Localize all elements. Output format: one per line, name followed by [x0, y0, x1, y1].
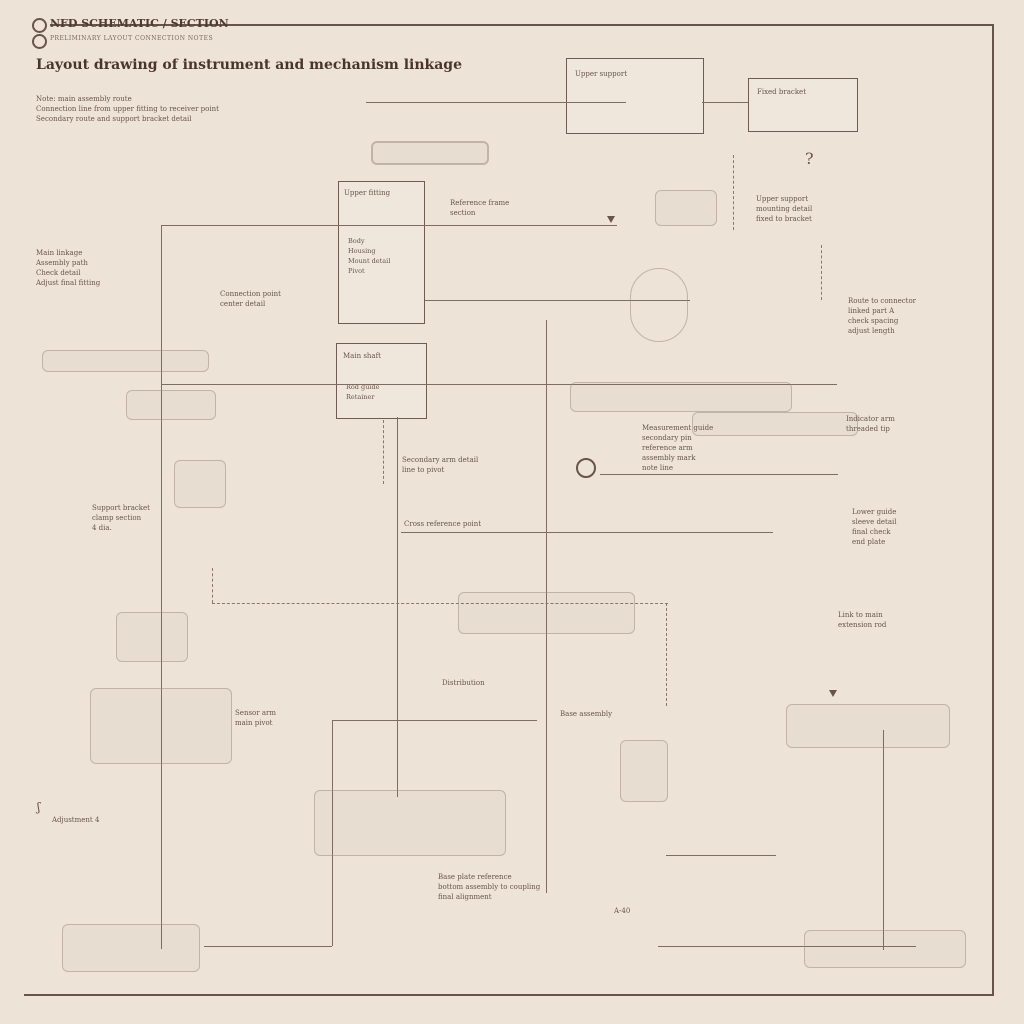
bottom-right-sketch	[804, 930, 966, 968]
bottom-left-vertical-line	[332, 720, 333, 946]
frame-bottom-line	[24, 994, 994, 996]
right-bottom-link-line	[666, 855, 776, 856]
right-bottom-vertical-line	[883, 730, 884, 950]
page-title: Layout drawing of instrument and mechani…	[36, 57, 462, 73]
middle-center-box-title: Main shaft	[343, 352, 381, 360]
right-dashed-connector	[666, 603, 667, 706]
right-lower-mechanism-sketch	[620, 740, 668, 802]
circle-icon	[32, 34, 47, 49]
circle-icon	[32, 18, 47, 33]
top-right-left-box: Upper support	[566, 58, 704, 134]
right-mid-note: Indicator arm threaded tip	[846, 415, 895, 433]
top-right-link-line	[702, 102, 748, 103]
center-note-1: Connection point center detail	[220, 290, 281, 308]
middle-center-box-lines: Rod guide Retainer	[346, 383, 380, 401]
pivot-sketch	[630, 268, 688, 342]
upper-right-link-line	[425, 300, 690, 301]
left-intro-note: Note: main assembly route Connection lin…	[36, 95, 219, 123]
left-dashed-connector	[212, 568, 213, 603]
center-sensor-sketch	[458, 592, 635, 634]
top-right-right-box-label: Fixed bracket	[757, 88, 807, 96]
lower-horizontal-line	[332, 720, 537, 721]
arrow-down-icon	[607, 216, 615, 223]
center-note-3: Cross reference point	[404, 520, 482, 528]
right-box-top-note: Upper support mounting detail fixed to b…	[756, 195, 813, 223]
top-right-right-box: Fixed bracket	[748, 78, 858, 132]
right-lower-note: Lower guide sleeve detail final check en…	[852, 508, 897, 546]
left-lower-mechanism-sketch	[90, 688, 232, 764]
question-icon: ?	[805, 149, 814, 168]
center-distribution-label: Distribution	[442, 679, 485, 687]
lower-center-label: Base assembly	[560, 710, 613, 718]
frame-right-line	[992, 24, 994, 996]
upper-center-box: Upper fitting Body Housing Mount detail …	[338, 181, 425, 324]
left-handle-sketch	[126, 390, 216, 420]
center-vertical-line	[397, 417, 398, 797]
lower-left-label: Adjustment 4	[52, 816, 100, 824]
upper-center-box-lines: Body Housing Mount detail Pivot	[348, 237, 391, 275]
center-note-4: Sensor arm main pivot	[235, 709, 276, 727]
top-right-left-box-label: Upper support	[575, 70, 628, 78]
upper-sketch-detail	[371, 141, 489, 165]
right-probe-sketch	[692, 412, 858, 436]
frame-top-line	[50, 24, 994, 26]
middle-horizontal-line	[161, 384, 837, 385]
bottom-left-sketch	[62, 924, 200, 972]
upper-center-box-title: Upper fitting	[344, 189, 391, 197]
right-arm-sketch	[786, 704, 950, 748]
header-text: NFD SCHEMATIC / SECTION	[50, 17, 229, 30]
right-mid-link-line	[600, 474, 838, 475]
upper-box-small-note: Reference frame section	[450, 199, 510, 217]
left-mechanism-sketch	[116, 612, 188, 662]
upper-horizontal-line	[161, 225, 617, 226]
right-bottom-horizontal-line	[658, 946, 916, 947]
center-note-2: Secondary arm detail line to pivot	[402, 456, 479, 474]
clamp-sketch	[174, 460, 226, 508]
right-dashed-connector-2	[821, 245, 822, 300]
bracket-sketch	[655, 190, 717, 226]
left-rod-sketch	[42, 350, 209, 372]
right-mid-top-note: Measurement guide secondary pin referenc…	[642, 424, 714, 472]
marker-icon: ʃ	[37, 800, 41, 814]
header-subtext: PRELIMINARY LAYOUT CONNECTION NOTES	[50, 35, 214, 42]
main-left-vertical-line	[161, 225, 162, 949]
arrow-down-icon	[829, 690, 837, 697]
upper-right-dashed-connector	[733, 155, 734, 230]
left-mid-note: Main linkage Assembly path Check detail …	[36, 249, 101, 287]
right-upper-note: Route to connector linked part A check s…	[848, 297, 917, 335]
bottom-note-label: A-40	[614, 907, 631, 915]
bottom-left-horizontal-line	[204, 946, 332, 947]
top-link-line	[366, 102, 626, 103]
middle-center-box: Main shaft Rod guide Retainer	[336, 343, 427, 419]
right-lower-2-note: Link to main extension rod	[838, 611, 887, 629]
center-lower-sketch	[314, 790, 506, 856]
right-rod-sketch	[570, 382, 792, 412]
lower-left-note: Support bracket clamp section 4 dia.	[92, 504, 150, 532]
center-dashed-line	[212, 603, 668, 604]
center-dashed-connector	[383, 420, 384, 484]
middle-right-link-line	[401, 532, 773, 533]
ring-icon	[576, 458, 596, 478]
center-right-vertical-line	[546, 320, 547, 893]
lower-center-note: Base plate reference bottom assembly to …	[438, 873, 541, 901]
